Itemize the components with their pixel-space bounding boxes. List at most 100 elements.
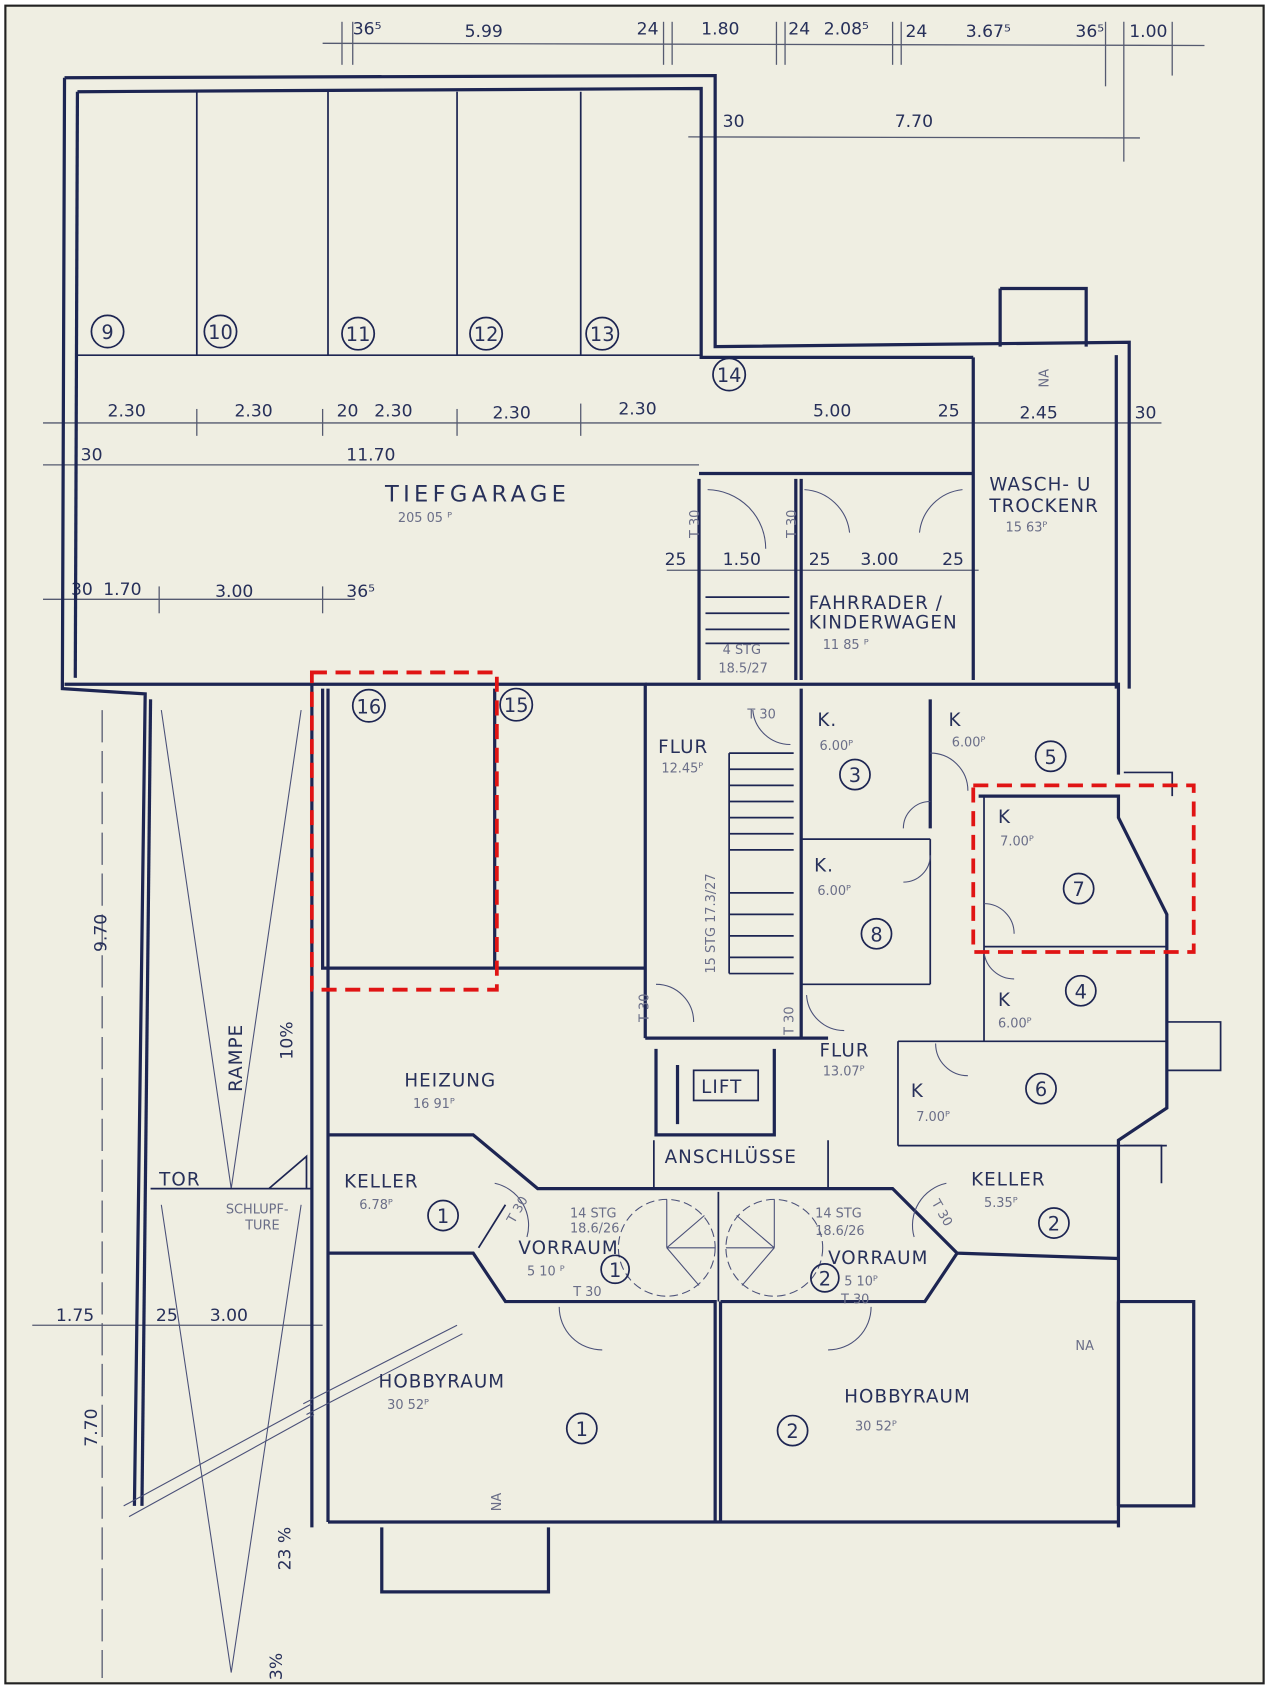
stair-steps: 14 STG bbox=[570, 1207, 617, 1222]
dim-label: 25 bbox=[942, 550, 964, 570]
stair-ratio: 18.6/26 bbox=[815, 1224, 864, 1239]
dim-label: 2.30 bbox=[618, 399, 656, 419]
dim-label: 30 bbox=[81, 446, 103, 466]
room-area: 30 52ᴾ bbox=[387, 1398, 429, 1413]
dim-label: 3.67⁵ bbox=[966, 22, 1011, 42]
dim-label: 36⁵ bbox=[346, 582, 375, 602]
room-area: 5 10 ᴾ bbox=[527, 1265, 565, 1280]
highlight-parking-16 bbox=[309, 670, 499, 992]
room-area: 6.00ᴾ bbox=[819, 739, 853, 754]
highlight-cellar-7 bbox=[971, 783, 1196, 954]
room-number: 7 bbox=[1072, 878, 1084, 901]
room-number: 4 bbox=[1075, 980, 1087, 1003]
room-name: TROCKENR bbox=[988, 496, 1098, 517]
room-name: HEIZUNG bbox=[404, 1070, 496, 1091]
paper-background bbox=[4, 4, 1265, 1685]
room-area: 205 05 ᴾ bbox=[398, 511, 452, 526]
dim-label: 24 bbox=[906, 22, 928, 42]
dim-label: 20 bbox=[337, 401, 359, 421]
dim-label: 36⁵ bbox=[1075, 22, 1104, 42]
dim-label: 25 bbox=[809, 550, 831, 570]
dim-label: 2.30 bbox=[108, 401, 146, 421]
stair-steps: 4 STG bbox=[723, 643, 761, 658]
room-name: KINDERWAGEN bbox=[809, 612, 958, 633]
vent-labels: NA NA NA bbox=[490, 369, 1094, 1511]
dim-label: 30 bbox=[1135, 404, 1157, 424]
door-rating: T 30 bbox=[688, 510, 703, 539]
stair-steps: 14 STG bbox=[815, 1207, 862, 1222]
dim-label: 3.00 bbox=[215, 582, 253, 602]
dim-label: 23 % bbox=[275, 1527, 295, 1571]
dim-label: 1.75 bbox=[56, 1306, 94, 1326]
dim-label: 25 bbox=[156, 1306, 178, 1326]
dim-label: 7.70 bbox=[82, 1408, 102, 1446]
room-name: K bbox=[949, 710, 962, 731]
room-name: VORRAUM bbox=[828, 1248, 928, 1269]
room-number: 2 bbox=[819, 1267, 831, 1290]
ramp bbox=[123, 709, 315, 1673]
room-number: 3 bbox=[849, 764, 861, 787]
door-rating: T 30 bbox=[572, 1285, 601, 1300]
room-name: FLUR bbox=[819, 1040, 869, 1061]
room-name: WASCH- U bbox=[989, 475, 1091, 496]
ramp-slope: 10% bbox=[278, 1021, 298, 1059]
door-label: SCHLUPF- bbox=[226, 1202, 289, 1217]
room-name: K bbox=[998, 807, 1011, 828]
dim-label: 1.00 bbox=[1129, 22, 1167, 42]
dim-label: 11.70 bbox=[346, 446, 395, 466]
room-name: K. bbox=[814, 855, 834, 876]
room-name: K bbox=[911, 1081, 924, 1102]
door-rating: T 30 bbox=[785, 510, 800, 539]
dim-label: 2.30 bbox=[493, 404, 531, 424]
room-number: 1 bbox=[576, 1418, 588, 1441]
room-area: 15 63ᴾ bbox=[1006, 521, 1048, 536]
room-area: 7.00ᴾ bbox=[916, 1110, 950, 1125]
dim-label: 3.00 bbox=[210, 1306, 248, 1326]
door-rating: T 30 bbox=[637, 994, 652, 1023]
room-name: FAHRRADER / bbox=[809, 593, 943, 614]
parking-number: 9 bbox=[101, 321, 113, 344]
room-area: 16 91ᴾ bbox=[413, 1097, 455, 1112]
room-name: LIFT bbox=[701, 1077, 742, 1098]
dim-label: 30 bbox=[723, 112, 745, 132]
room-number: 1 bbox=[437, 1205, 449, 1228]
room-area: 5.35ᴾ bbox=[984, 1196, 1018, 1211]
room-area: 6.00ᴾ bbox=[817, 884, 851, 899]
dimension-lines bbox=[32, 21, 1205, 1678]
parking-number: 11 bbox=[346, 323, 371, 346]
door-rating: T 30 bbox=[746, 708, 775, 723]
dim-label: 36⁵ bbox=[353, 20, 382, 40]
room-number: 8 bbox=[870, 923, 882, 946]
room-area: 30 52ᴾ bbox=[855, 1420, 897, 1435]
dim-label: 1.50 bbox=[723, 550, 761, 570]
room-area: 7.00ᴾ bbox=[1000, 835, 1034, 850]
dim-label: 3% bbox=[267, 1653, 287, 1680]
room-name: FLUR bbox=[658, 737, 708, 758]
stair-steps: 15 STG 17.3/27 bbox=[704, 873, 719, 973]
room-name: HOBBYRAUM bbox=[379, 1372, 506, 1393]
dim-label: 7.70 bbox=[895, 112, 933, 132]
room-number: 2 bbox=[786, 1420, 798, 1443]
room-number: 5 bbox=[1045, 746, 1057, 769]
dim-label: 5.00 bbox=[813, 401, 851, 421]
dim-label: 3.00 bbox=[860, 550, 898, 570]
dim-label: 1.70 bbox=[103, 580, 141, 600]
parking-number: 13 bbox=[590, 323, 615, 346]
room-number: 6 bbox=[1035, 1078, 1047, 1101]
doors bbox=[303, 489, 1015, 1415]
dim-label: 25 bbox=[938, 401, 960, 421]
room-area: 6.00ᴾ bbox=[952, 736, 986, 751]
door-rating: T 30 bbox=[840, 1293, 869, 1308]
parking-number: 15 bbox=[504, 694, 529, 717]
room-name: KELLER bbox=[971, 1169, 1046, 1190]
dim-label: 9.70 bbox=[91, 914, 111, 952]
room-area: 12.45ᴾ bbox=[661, 761, 703, 776]
parking-number: 12 bbox=[474, 323, 499, 346]
ramp-dimensions: 9.70 1.75 25 3.00 7.70 23 % 3% bbox=[56, 914, 295, 1680]
gate-label: TOR bbox=[158, 1169, 200, 1190]
dim-label: 2.30 bbox=[374, 401, 412, 421]
dim-label: 25 bbox=[665, 550, 687, 570]
parking-number: 10 bbox=[208, 321, 233, 344]
dim-label: 24 bbox=[637, 20, 659, 40]
dim-label: 2.30 bbox=[234, 401, 272, 421]
